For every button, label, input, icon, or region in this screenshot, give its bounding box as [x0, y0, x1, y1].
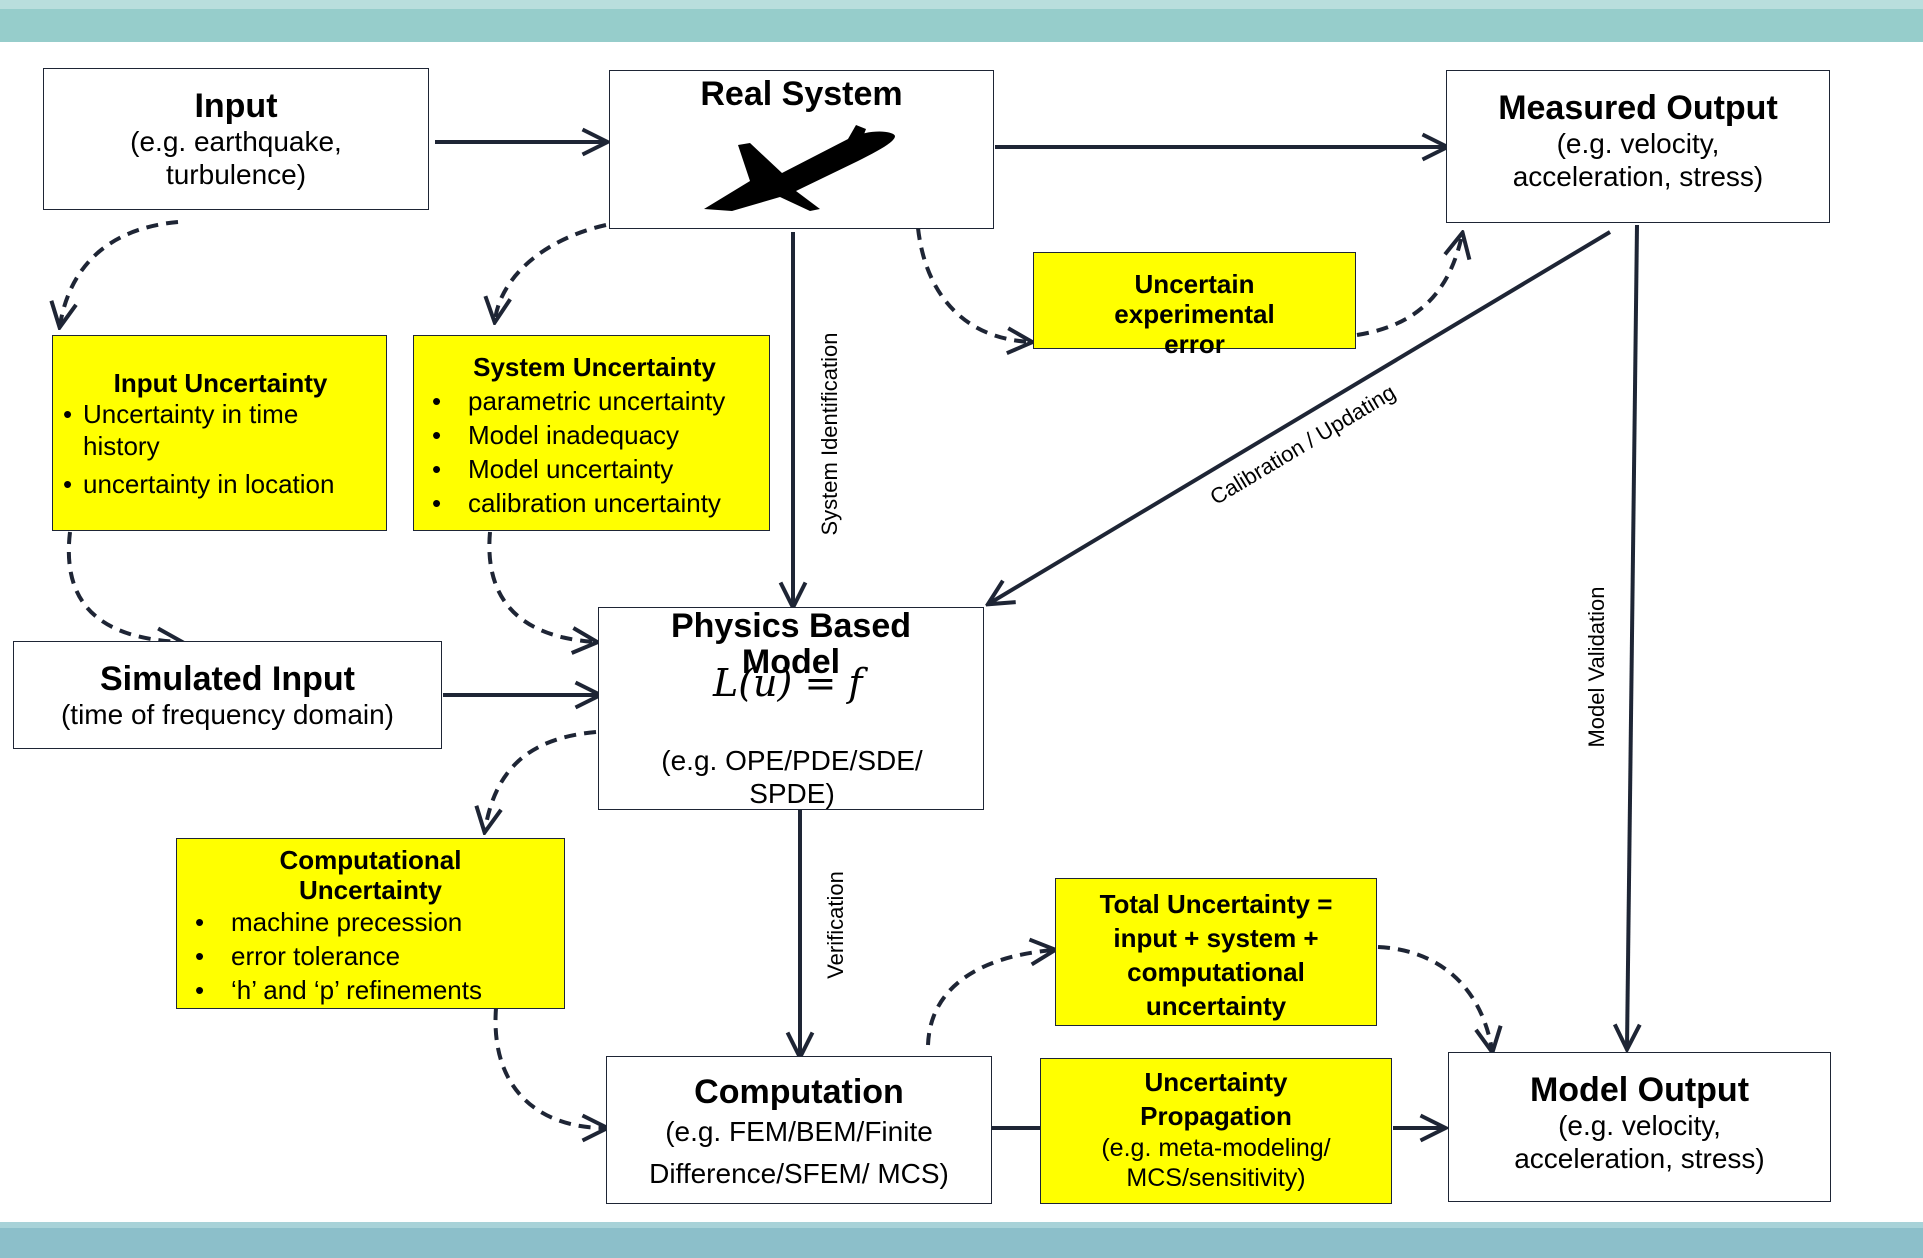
computational-uncertainty-box: Computational Uncertainty •machine prece…: [176, 838, 565, 1009]
measured-output-title: Measured Output: [1498, 89, 1778, 127]
physics-model-subtitle: (e.g. OPE/PDE/SDE/ SPDE): [661, 745, 923, 809]
input-uncertainty-title: Input Uncertainty: [113, 368, 328, 398]
real-system-title: Real System: [700, 75, 903, 113]
computational-uncertainty-item: •‘h’ and ‘p’ refinements: [195, 975, 482, 1005]
dashed-real-system-to-experimental-error: [916, 227, 1030, 342]
input-subtitle: (e.g. earthquake, turbulence): [130, 126, 342, 190]
dashed-model-to-computational-uncertainty: [485, 730, 597, 830]
dashed-real-system-to-system-uncertainty: [495, 223, 607, 320]
dashed-experimental-error-to-measured-output: [1356, 235, 1462, 337]
system-uncertainty-box: System Uncertainty •parametric uncertain…: [413, 335, 770, 531]
top-band: [0, 0, 1923, 42]
bottom-band: [0, 1222, 1923, 1258]
computational-uncertainty-item: •error tolerance: [195, 941, 401, 971]
simulated-input-subtitle: (time of frequency domain): [60, 699, 395, 730]
airplane-icon: [704, 125, 895, 211]
dashed-input-to-input-uncertainty: [60, 220, 179, 325]
physics-model-title: Physics Based Model: [670, 607, 912, 681]
system-uncertainty-item: •Model uncertainty: [432, 454, 674, 484]
physics-model-equation: L(u) = f: [713, 661, 863, 705]
uncertainty-propagation-box: Uncertainty Propagation (e.g. meta-model…: [1040, 1058, 1392, 1204]
system-uncertainty-item: •Model inadequacy: [432, 420, 680, 450]
simulated-input-title: Simulated Input: [100, 660, 355, 698]
real-system-box: Real System: [609, 70, 994, 229]
measured-output-box: Measured Output (e.g. velocity, accelera…: [1446, 70, 1830, 223]
system-uncertainty-item: •calibration uncertainty: [432, 488, 721, 518]
system-uncertainty-item: •parametric uncertainty: [432, 386, 726, 416]
arrow-calibration-updating: [990, 230, 1612, 603]
verification-label: Verification: [823, 871, 848, 979]
input-title: Input: [194, 87, 278, 125]
dashed-input-uncertainty-to-simulated-input: [66, 531, 180, 642]
experimental-error-box: Uncertain experimental error: [1033, 252, 1356, 359]
measured-output-subtitle: (e.g. velocity, acceleration, stress): [1512, 128, 1764, 192]
total-uncertainty-box: Total Uncertainty = input + system + com…: [1055, 878, 1377, 1026]
model-output-box: Model Output (e.g. velocity, acceleratio…: [1448, 1052, 1831, 1202]
arrow-model-validation: [1627, 224, 1637, 1047]
experimental-error-title: Uncertain experimental error: [1114, 269, 1275, 359]
computation-title: Computation: [694, 1073, 904, 1111]
input-uncertainty-item: •Uncertainty in time history: [63, 399, 299, 461]
computation-box: Computation (e.g. FEM/BEM/Finite Differe…: [606, 1056, 992, 1204]
computation-subtitle: (e.g. FEM/BEM/Finite Difference/SFEM/ MC…: [649, 1116, 949, 1189]
dashed-system-uncertainty-to-model: [487, 531, 595, 642]
uncertainty-propagation-title: Uncertainty Propagation: [1140, 1067, 1292, 1131]
model-validation-label: Model Validation: [1584, 586, 1609, 748]
uncertainty-propagation-subtitle: (e.g. meta-modeling/ MCS/sensitivity): [1101, 1134, 1331, 1192]
system-uncertainty-title: System Uncertainty: [473, 352, 716, 382]
model-output-title: Model Output: [1529, 1071, 1750, 1109]
dashed-computation-to-total-uncertainty: [926, 950, 1053, 1046]
model-output-subtitle: (e.g. velocity, acceleration, stress): [1514, 1110, 1765, 1174]
input-box: Input (e.g. earthquake, turbulence): [43, 68, 429, 210]
total-uncertainty-title: Total Uncertainty = input + system + com…: [1099, 889, 1333, 1021]
system-identification-label: System Identification: [817, 332, 842, 536]
computational-uncertainty-title: Computational Uncertainty: [279, 845, 462, 905]
input-uncertainty-item: •uncertainty in location: [63, 469, 335, 499]
physics-model-box: Physics Based Model L(u) = f (e.g. OPE/P…: [598, 607, 984, 810]
computational-uncertainty-item: •machine precession: [195, 907, 463, 937]
simulated-input-box: Simulated Input (time of frequency domai…: [13, 641, 442, 749]
input-uncertainty-box: Input Uncertainty •Uncertainty in time h…: [52, 335, 387, 531]
dashed-computational-uncertainty-to-computation: [493, 1007, 605, 1128]
dashed-total-uncertainty-to-model-output: [1377, 945, 1492, 1050]
